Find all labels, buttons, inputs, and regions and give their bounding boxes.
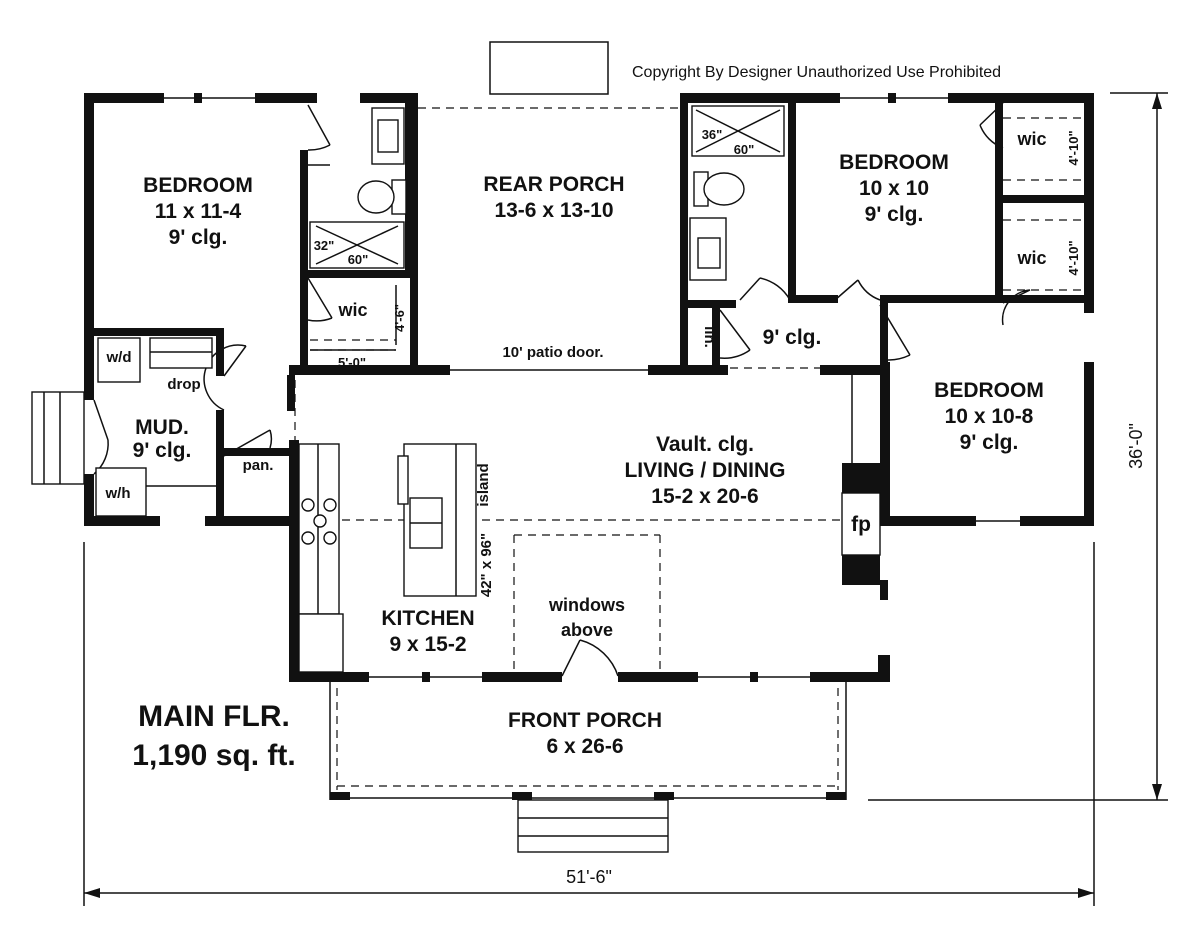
drop-label: drop <box>167 376 200 393</box>
shower-right-width: 36" <box>702 127 723 142</box>
door-swings <box>93 102 1031 677</box>
hall-ceiling: 9' clg. <box>763 326 822 349</box>
mud-ceiling: 9' clg. <box>133 439 192 462</box>
copyright-notice: Copyright By Designer Unauthorized Use P… <box>632 64 1001 81</box>
living-vault-label: Vault. clg. <box>656 433 754 456</box>
front-porch-name: FRONT PORCH <box>508 709 662 732</box>
bedroom-right-name: BEDROOM <box>934 379 1044 402</box>
bedroom-left-name: BEDROOM <box>143 174 253 197</box>
living-dining-name: LIVING / DINING <box>624 459 785 482</box>
exterior-walls <box>84 93 1094 682</box>
wic-left-height-dim: 4'-6" <box>392 304 407 332</box>
plan-title-line2: 1,190 sq. ft. <box>132 739 295 772</box>
fireplace-label: fp <box>851 513 871 536</box>
shower-left-depth: 60" <box>348 252 369 267</box>
right-bath-fixtures <box>689 105 785 281</box>
overall-depth-dim: 36'-0" <box>1126 423 1146 469</box>
dimension-lines <box>83 92 1168 906</box>
bedroom-left-size: 11 x 11-4 <box>155 200 242 223</box>
bedroom-top-right-ceiling: 9' clg. <box>865 203 924 226</box>
plan-title-line1: MAIN FLR. <box>138 700 290 733</box>
left-bath-fixtures <box>308 107 407 269</box>
mud-name: MUD. <box>135 416 189 439</box>
rear-porch-size: 13-6 x 13-10 <box>494 199 613 222</box>
bedroom-top-right-name: BEDROOM <box>839 151 949 174</box>
kitchen-name: KITCHEN <box>381 607 474 630</box>
wic-left-width-dim: 5'-0" <box>338 355 366 370</box>
wic-right-bottom-label: wic <box>1016 248 1046 268</box>
washer-dryer-label: w/d <box>106 349 132 366</box>
front-porch <box>329 682 847 853</box>
patio-door-label: 10' patio door. <box>502 344 603 361</box>
front-porch-size: 6 x 26-6 <box>546 735 623 758</box>
kitchen-size: 9 x 15-2 <box>389 633 466 656</box>
shower-left-width: 32" <box>314 238 335 253</box>
windows-above-line2: above <box>561 620 613 640</box>
shower-right-depth: 60" <box>734 142 755 157</box>
bedroom-right-size: 10 x 10-8 <box>945 405 1034 428</box>
living-dining-size: 15-2 x 20-6 <box>651 485 758 508</box>
island-size-label: 42" x 96" <box>478 533 495 597</box>
wic-left-label: wic <box>337 300 367 320</box>
overall-width-dim: 51'-6" <box>566 867 612 887</box>
rear-porch-name: REAR PORCH <box>483 173 624 196</box>
pantry-label: pan. <box>243 457 274 474</box>
wic-right-top-dim: 4'-10" <box>1066 130 1081 165</box>
wic-right-bottom-dim: 4'-10" <box>1066 240 1081 275</box>
linen-label: lin. <box>701 326 718 348</box>
kitchen-counters <box>298 443 477 673</box>
wic-right-top-label: wic <box>1016 129 1046 149</box>
chimney-outline <box>489 41 609 95</box>
bedroom-top-right-size: 10 x 10 <box>859 177 929 200</box>
windows-above-line1: windows <box>548 595 625 615</box>
island-label: island <box>475 463 492 506</box>
bedroom-right-ceiling: 9' clg. <box>960 431 1019 454</box>
mud-fixtures <box>31 337 216 517</box>
interior-walls <box>84 103 1090 525</box>
bedroom-left-ceiling: 9' clg. <box>169 226 228 249</box>
water-heater-label: w/h <box>105 485 131 502</box>
fireplace <box>841 375 881 585</box>
